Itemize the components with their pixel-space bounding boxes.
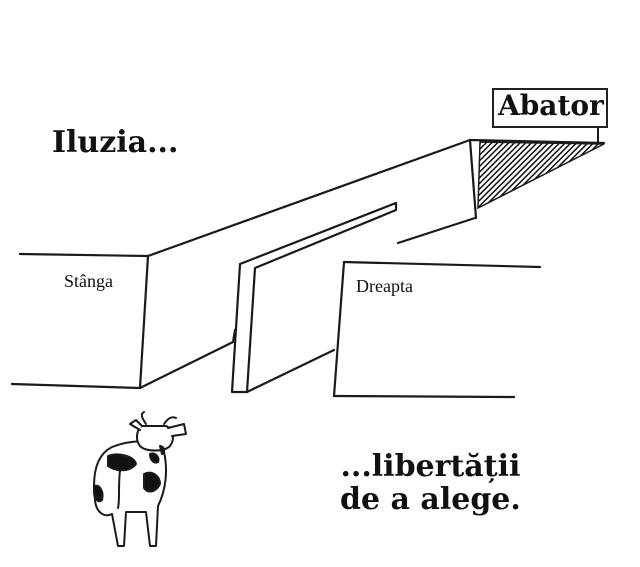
right-wall-top xyxy=(342,260,542,269)
left-wall-bottom xyxy=(10,340,235,390)
partition-top xyxy=(238,201,398,266)
slaughterhouse-sign xyxy=(492,88,608,128)
right-wall-front xyxy=(332,260,346,398)
cow-illustration xyxy=(93,411,187,547)
partition-base xyxy=(245,348,336,394)
caption-line-1: ...libertății xyxy=(340,449,521,484)
back-wall-top-edge xyxy=(468,138,606,145)
left-wall-front xyxy=(138,254,150,390)
caption-line-2: de a alege. xyxy=(340,482,521,517)
caption: ...libertății de a alege. xyxy=(340,450,521,516)
corridor-right-edge xyxy=(396,216,477,245)
right-wall-bottom xyxy=(332,394,516,399)
right-path-label: Dreapta xyxy=(356,276,413,296)
back-wall-top xyxy=(146,138,472,258)
corridor-inner xyxy=(468,138,478,220)
slaughterhouse-sign-text: Abator xyxy=(498,89,604,122)
partition-front xyxy=(230,208,398,394)
left-wall-top xyxy=(18,252,150,258)
left-path-label: Stânga xyxy=(64,271,113,291)
title-text: Iluzia... xyxy=(52,125,179,160)
corridor-shadow xyxy=(477,141,605,210)
